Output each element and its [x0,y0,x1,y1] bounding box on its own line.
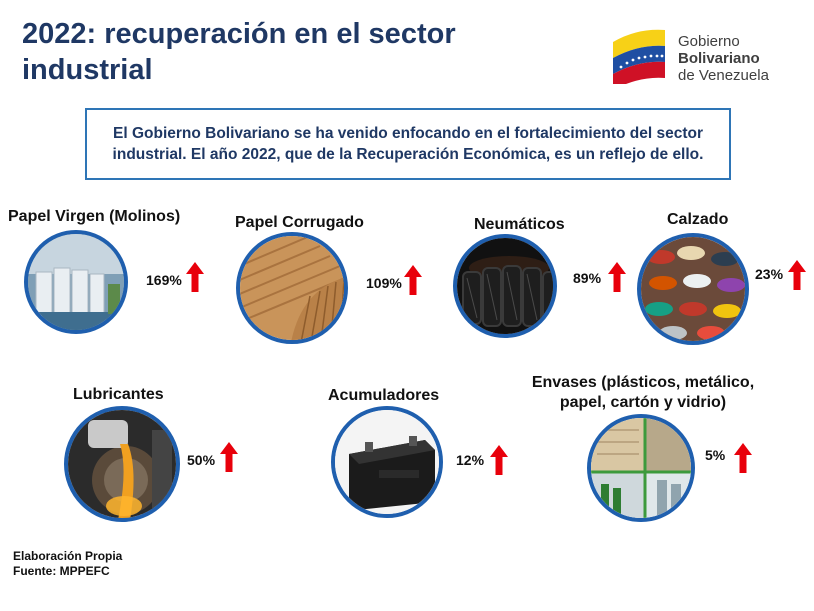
item-label: Papel Virgen (Molinos) [8,208,181,225]
up-arrow-icon [788,260,806,290]
page-title: 2022: recuperación en el sector industri… [22,18,456,86]
item-label: Lubricantes [73,386,164,403]
item-value: 5% [705,447,726,463]
item-value: 89% [573,270,602,286]
up-arrow-icon [734,443,752,473]
containers-photo [587,414,695,522]
up-arrow-icon [404,265,422,295]
up-arrow-icon [608,262,626,292]
footer-line-2: Fuente: MPPEFC [13,564,110,578]
lubricant-photo [64,406,180,522]
logo-line-3: de Venezuela [678,67,769,84]
logo-line-2: Bolivariano [678,50,760,67]
item-label: Neumáticos [474,216,565,233]
up-arrow-icon [490,445,508,475]
item-value: 109% [366,275,402,291]
item-label: Papel Corrugado [235,214,364,231]
venezuela-flag-icon [613,29,665,90]
item-value: 23% [755,266,784,282]
item-value: 169% [146,272,182,288]
corrugated-paper-photo [236,232,348,344]
item-label: Calzado [667,211,729,228]
up-arrow-icon [186,262,204,292]
item-value: 50% [187,452,216,468]
government-logo: Gobierno Bolivariano de Venezuela [607,24,797,90]
shoes-photo [637,233,749,345]
item-value: 12% [456,452,485,468]
tires-photo [453,234,557,338]
up-arrow-icon [220,442,238,472]
intro-box: El Gobierno Bolivariano se ha venido enf… [85,108,731,180]
logo-line-1: Gobierno [678,33,740,50]
footer-line-1: Elaboración Propia [13,549,123,563]
intro-text: El Gobierno Bolivariano se ha venido enf… [112,125,704,163]
footer-source: Elaboración Propia Fuente: MPPEFC [13,549,122,579]
paper-mill-photo [24,230,128,334]
battery-photo [331,406,443,518]
item-label: Envases (plásticos, metálico, papel, car… [531,374,755,411]
item-label: Acumuladores [328,387,440,404]
